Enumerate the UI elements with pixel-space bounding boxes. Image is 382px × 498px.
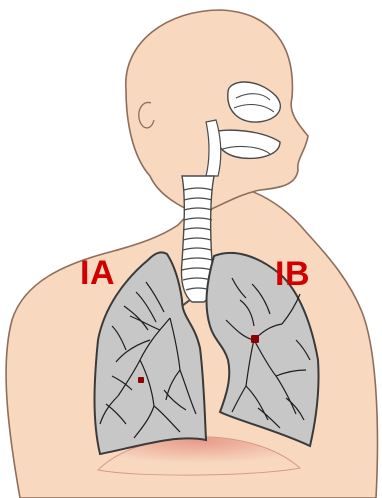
label-ia: IA xyxy=(80,256,115,290)
tumor-left xyxy=(138,377,144,383)
tumor-right xyxy=(251,335,259,343)
head xyxy=(126,10,308,214)
label-ib: IB xyxy=(275,257,310,291)
